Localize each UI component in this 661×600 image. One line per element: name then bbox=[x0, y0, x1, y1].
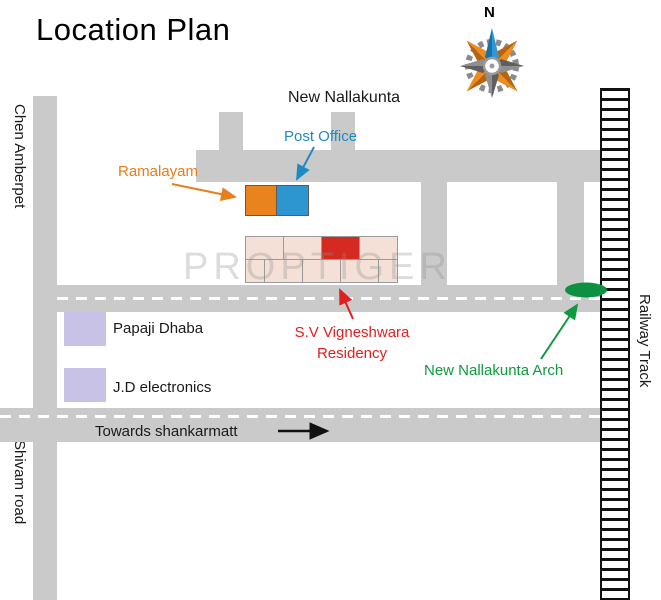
road-chen-amberpet bbox=[33, 96, 57, 600]
road-connector-right bbox=[557, 182, 584, 285]
label-jd-electronics: J.D electronics bbox=[113, 379, 212, 396]
road-stub-right bbox=[331, 112, 355, 151]
compass-rose-icon bbox=[460, 28, 524, 98]
ramalayam-arrow bbox=[171, 183, 237, 202]
label-shivam-road: Shivam road bbox=[11, 440, 28, 525]
label-papaji-dhaba: Papaji Dhaba bbox=[113, 320, 204, 337]
residency-block-cell bbox=[246, 237, 283, 259]
residency-block-cell bbox=[360, 237, 397, 259]
road-middle-horizontal bbox=[57, 285, 600, 312]
residency-block-cell bbox=[246, 260, 264, 282]
label-chen-amberpet: Chen Amberpet bbox=[11, 104, 28, 209]
label-residency: S.V Vigneshwara Residency bbox=[292, 322, 412, 364]
label-residency-line2: Residency bbox=[316, 345, 388, 362]
label-ramalayam: Ramalayam bbox=[118, 163, 199, 180]
road-connector-mid bbox=[421, 182, 447, 285]
residency-block bbox=[245, 236, 398, 283]
label-towards-shankarmatt: Towards shankarmatt bbox=[95, 423, 238, 440]
railway-track bbox=[600, 88, 630, 600]
label-arch: New Nallakunta Arch bbox=[424, 362, 564, 379]
road-stub-left bbox=[219, 112, 243, 151]
papaji-dhaba-building bbox=[64, 312, 106, 346]
label-railway-track: Railway Track bbox=[636, 294, 653, 388]
residency-block-row bbox=[246, 260, 397, 282]
residency-block-cell bbox=[265, 260, 302, 282]
residency-red-cell bbox=[322, 237, 359, 259]
residency-block-cell bbox=[303, 260, 340, 282]
ramalayam-building bbox=[245, 185, 277, 216]
label-new-nallakunta: New Nallakunta bbox=[288, 89, 401, 106]
residency-block-row bbox=[246, 237, 397, 259]
label-residency-line1: S.V Vigneshwara bbox=[294, 324, 410, 341]
road-middle-centerline bbox=[57, 297, 600, 300]
compass-north-label: N bbox=[484, 4, 495, 21]
residency-block-cell bbox=[284, 237, 321, 259]
road-shankarmatt bbox=[0, 408, 600, 442]
road-top-horizontal bbox=[196, 150, 600, 182]
jd-electronics-building bbox=[64, 368, 106, 402]
residency-block-cell bbox=[341, 260, 378, 282]
page-title: Location Plan bbox=[36, 12, 231, 47]
residency-block-cell bbox=[379, 260, 397, 282]
road-shankarmatt-centerline bbox=[0, 415, 600, 418]
arch-arrow bbox=[540, 303, 579, 360]
label-post-office: Post Office bbox=[284, 128, 358, 145]
post-office-building bbox=[276, 185, 309, 216]
